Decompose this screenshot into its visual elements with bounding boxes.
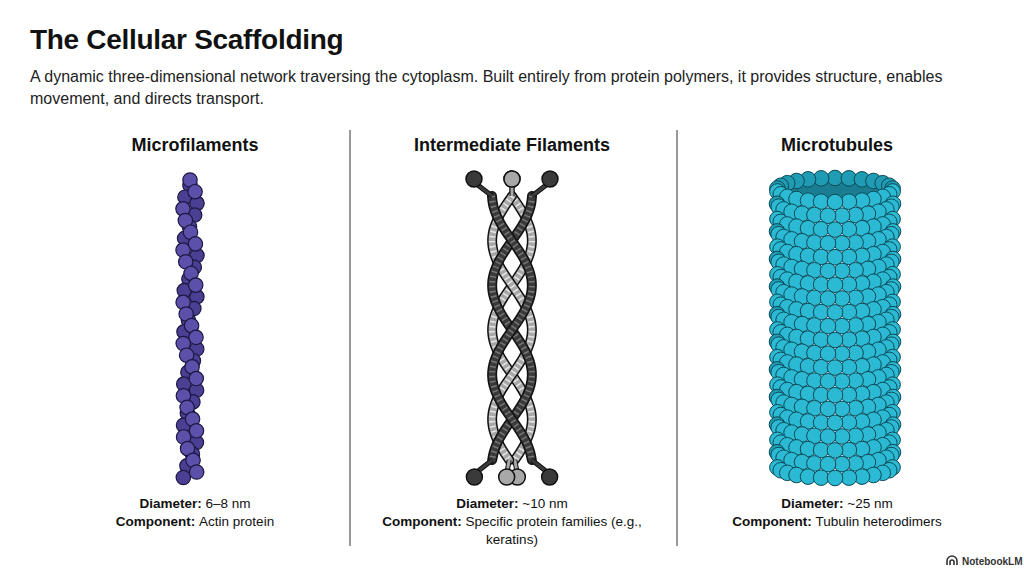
microfilament-figure <box>176 173 204 485</box>
actin-monomer <box>188 184 202 198</box>
tubulin-subunit <box>827 332 843 348</box>
text-row: Microfilaments <box>45 135 345 156</box>
tubulin-subunit <box>827 470 843 486</box>
tubulin-subunit <box>827 194 843 210</box>
text-row: Diameter: ~10 nm Component: Specific prot… <box>381 495 643 550</box>
caption: A dynamic three-dimensional network trav… <box>30 66 990 109</box>
actin-monomer <box>189 424 203 438</box>
actin-monomer <box>189 330 203 344</box>
coiled-coil-strand <box>466 171 558 485</box>
tubulin-subunit <box>827 387 843 403</box>
tubulin-subunit <box>841 470 857 486</box>
column-divider <box>350 130 351 546</box>
field-name: Diameter: <box>139 496 201 511</box>
field-name: Component: <box>116 514 195 529</box>
tubulin-subunit <box>827 443 843 459</box>
watermark: NotebookLM <box>962 556 1023 567</box>
actin-monomer <box>189 371 203 385</box>
microtubule-figure <box>769 170 901 486</box>
title: The Cellular Scaffolding <box>30 24 343 56</box>
tubulin-subunit <box>813 470 829 486</box>
tubulin-subunit <box>827 170 843 186</box>
field-value: Specific protein families (e.g., keratin… <box>465 514 641 547</box>
field-value: 6–8 nm <box>206 496 251 511</box>
coiled-coil-strand <box>466 171 558 485</box>
tubulin-subunit <box>827 360 843 376</box>
column-heading: Microfilaments <box>131 135 258 155</box>
actin-monomer <box>189 278 203 292</box>
field-name: Diameter: <box>781 496 843 511</box>
field-value: ~10 nm <box>522 496 567 511</box>
text-row: Intermediate Filaments <box>362 135 662 156</box>
tubulin-subunit <box>827 415 843 431</box>
text-row: Microtubules <box>687 135 987 156</box>
text-row: Diameter: 6–8 nm Component: Actin protein <box>45 495 345 531</box>
intermediate-filament-figure <box>466 171 558 485</box>
actin-monomer <box>189 465 203 479</box>
field-name: Component: <box>732 514 811 529</box>
tubulin-subunit <box>827 222 843 238</box>
coiled-coil-strand <box>492 171 532 485</box>
tubulin-subunit <box>827 249 843 265</box>
column-heading: Intermediate Filaments <box>414 135 610 155</box>
column-divider <box>677 130 678 546</box>
field-value: Actin protein <box>199 514 274 529</box>
coiled-coil-strand <box>492 171 532 485</box>
text-row: NotebookLM <box>962 556 1022 567</box>
field-name: Component: <box>382 514 461 529</box>
watermark-icon <box>947 556 957 565</box>
text-row: Diameter: ~25 nm Component: Tubulin heter… <box>687 495 987 531</box>
actin-monomer <box>176 470 190 484</box>
tubulin-subunit <box>827 305 843 321</box>
field-value: Tubulin heterodimers <box>815 514 941 529</box>
tubulin-subunit <box>827 277 843 293</box>
field-name: Diameter: <box>456 496 518 511</box>
field-value: ~25 nm <box>847 496 892 511</box>
column-heading: Microtubules <box>781 135 893 155</box>
